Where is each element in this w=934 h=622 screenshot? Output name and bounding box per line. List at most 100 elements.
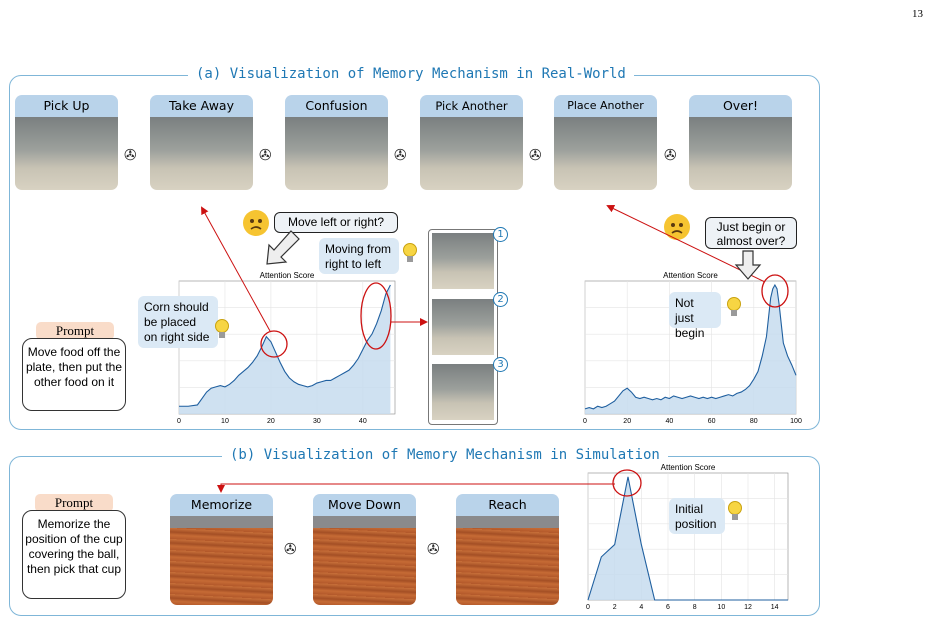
sim-scene-image xyxy=(456,516,559,605)
x-tick-label: 0 xyxy=(583,418,587,425)
bubble-corn: Corn should be placed on right side xyxy=(138,296,218,348)
x-tick-label: 10 xyxy=(221,418,229,425)
strip-image-1 xyxy=(432,233,494,289)
x-tick-label: 40 xyxy=(666,418,674,425)
prompt-tag: Prompt xyxy=(36,322,114,340)
film-reel-icon: ✇ xyxy=(427,540,440,558)
x-tick-label: 20 xyxy=(623,418,631,425)
arrow-to-place-another xyxy=(606,205,766,283)
x-tick-label: 4 xyxy=(639,604,643,611)
x-tick-label: 12 xyxy=(744,604,752,611)
hollow-arrow-icon xyxy=(734,250,762,280)
arrow-to-memorize xyxy=(217,483,615,493)
speech-begin-or-over: Just begin or almost over? xyxy=(705,217,797,249)
x-tick-label: 10 xyxy=(717,604,725,611)
frame-over: Over! xyxy=(689,95,792,190)
frame-memorize: Memorize xyxy=(170,494,273,605)
attention-area xyxy=(585,284,796,414)
x-tick-label: 100 xyxy=(790,418,802,425)
arrow-to-take-away xyxy=(201,206,271,332)
frame-label: Over! xyxy=(689,95,792,117)
x-tick-label: 14 xyxy=(771,604,779,611)
lightbulb-icon xyxy=(727,297,741,316)
sim-scene-image xyxy=(313,516,416,605)
film-reel-icon: ✇ xyxy=(664,146,677,164)
frame-reach: Reach xyxy=(456,494,559,605)
attention-chart-right: Attention Score 0 20 40 60 80 100 xyxy=(576,271,806,432)
attention-line xyxy=(587,476,788,601)
attention-chart-sim-svg: Attention Score 0 2 4 6 8 10 12 14 xyxy=(586,463,789,611)
hollow-arrow-icon xyxy=(266,230,300,265)
attention-line xyxy=(584,283,797,410)
robot-scene-image xyxy=(420,117,523,190)
lightbulb-icon xyxy=(215,319,229,338)
chart-title: Attention Score xyxy=(260,271,315,280)
attention-line xyxy=(179,284,391,407)
highlight-circle xyxy=(761,274,789,308)
x-tick-label: 20 xyxy=(267,418,275,425)
film-reel-icon: ✇ xyxy=(394,146,407,164)
attention-chart-right-svg: Attention Score 0 20 40 60 80 100 xyxy=(583,271,802,425)
film-reel-icon: ✇ xyxy=(124,146,137,164)
prompt-text: Memorize the position of the cup coverin… xyxy=(22,510,126,599)
bubble-not-just: Not just begin xyxy=(669,292,721,340)
frame-label: Memorize xyxy=(170,494,273,516)
robot-scene-image xyxy=(689,117,792,190)
frame-take-away: Take Away xyxy=(150,95,253,190)
sim-scene-image xyxy=(170,516,273,605)
speech-move-left-right: Move left or right? xyxy=(274,212,398,233)
frame-label: Pick Up xyxy=(15,95,118,117)
page-number: 13 xyxy=(912,8,923,20)
frame-label: Reach xyxy=(456,494,559,516)
frame-pick-up: Pick Up xyxy=(15,95,118,190)
film-reel-icon: ✇ xyxy=(259,146,272,164)
lightbulb-icon xyxy=(403,243,417,262)
attention-area xyxy=(179,284,391,414)
chart-title: Attention Score xyxy=(663,271,718,280)
x-tick-label: 2 xyxy=(613,604,617,611)
x-tick-label: 6 xyxy=(666,604,670,611)
attention-chart-sim: Attention Score 0 2 4 6 8 10 12 14 xyxy=(579,460,795,616)
x-tick-label: 40 xyxy=(359,418,367,425)
frame-label: Move Down xyxy=(313,494,416,516)
bubble-moving: Moving from right to left xyxy=(319,238,399,274)
frame-pick-another: Pick Another xyxy=(420,95,523,190)
lightbulb-icon xyxy=(728,501,742,520)
x-tick-label: 0 xyxy=(586,604,590,611)
x-tick-label: 60 xyxy=(708,418,716,425)
x-tick-label: 30 xyxy=(313,418,321,425)
frame-confusion: Confusion xyxy=(285,95,388,190)
robot-scene-image xyxy=(150,117,253,190)
section-a-title: (a) Visualization of Memory Mechanism in… xyxy=(188,66,634,82)
x-tick-label: 8 xyxy=(693,604,697,611)
strip-image-3 xyxy=(432,364,494,420)
attention-area xyxy=(588,476,788,600)
film-reel-icon: ✇ xyxy=(284,540,297,558)
step-number-3: 3 xyxy=(493,357,508,372)
highlight-circle xyxy=(360,282,392,350)
confused-face-icon xyxy=(243,210,269,236)
step-number-2: 2 xyxy=(493,292,508,307)
prompt-text: Move food off the plate, then put the ot… xyxy=(22,338,126,411)
robot-scene-image xyxy=(285,117,388,190)
bubble-initial: Initial position xyxy=(669,498,725,534)
frame-place-another: Place Another xyxy=(554,95,657,190)
robot-scene-image xyxy=(554,117,657,190)
x-tick-label: 0 xyxy=(177,418,181,425)
step-number-1: 1 xyxy=(493,227,508,242)
prompt-tag: Prompt xyxy=(35,494,113,512)
frame-label: Place Another xyxy=(554,95,657,117)
chart-title: Attention Score xyxy=(661,463,716,472)
frame-label: Confusion xyxy=(285,95,388,117)
robot-scene-image xyxy=(15,117,118,190)
frame-move-down: Move Down xyxy=(313,494,416,605)
frame-label: Pick Another xyxy=(420,95,523,117)
highlight-circle xyxy=(612,469,642,497)
strip-image-2 xyxy=(432,299,494,355)
film-reel-icon: ✇ xyxy=(529,146,542,164)
highlight-circle xyxy=(260,330,288,358)
x-tick-label: 80 xyxy=(750,418,758,425)
frame-label: Take Away xyxy=(150,95,253,117)
frame-strip xyxy=(428,229,498,425)
